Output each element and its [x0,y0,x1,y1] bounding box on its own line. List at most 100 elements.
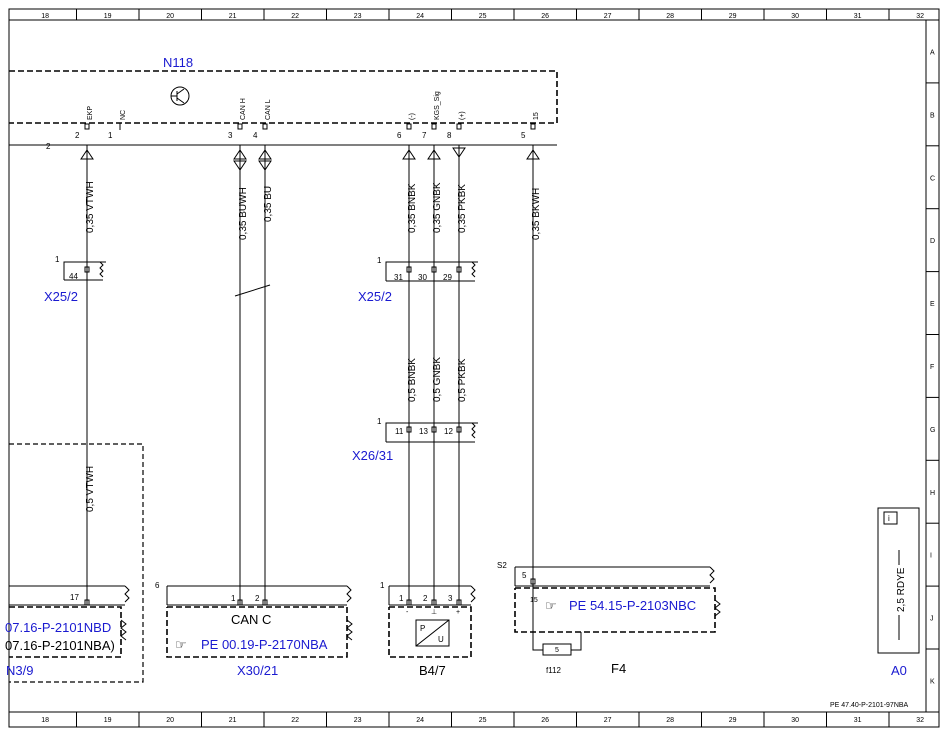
column-label: 29 [729,13,737,20]
pin-label: 1 [399,594,404,603]
pin-number: 1 [108,131,113,140]
column-label: 30 [791,13,799,20]
pin-sign: + [456,609,460,616]
connector-num: 6 [155,581,160,590]
column-label: 25 [479,13,487,20]
wire-labels-upper: 0,35 VTWH 0,35 BUWH 0,35 BU 0,35 BNBK 0,… [85,181,542,240]
connector-x26-31-label: X26/31 [352,448,393,463]
column-label: 27 [604,717,612,724]
fuse-box-f4-label: F4 [611,661,626,676]
pin-socket [84,123,90,130]
connector-num: 1 [377,417,382,426]
pin-label: 12 [444,427,453,436]
info-icon: i [883,511,898,525]
column-label: 28 [666,717,674,724]
pin-signal: EKP [87,106,94,120]
row-label: F [930,364,934,371]
wire-label: 0,5 PKBK [457,358,468,402]
pin-socket [431,123,437,130]
pin-label: 1 [231,594,236,603]
column-label: 19 [104,717,112,724]
column-label: 21 [229,717,237,724]
column-label: 28 [666,13,674,20]
column-label: 19 [104,13,112,20]
sensor-b4-7: 1 1 2 3 - ⊥ + P U B4/7 [380,581,476,678]
column-label: 24 [416,13,424,20]
hand-pointer-icon: ☞ [175,637,187,652]
s2-label: S2 [497,561,507,570]
column-label: 23 [354,13,362,20]
wire-label: 0,35 BU [263,186,274,222]
connector-x25-2-label: X25/2 [358,289,392,304]
row-label: I [930,553,932,560]
info-icon-glyph: i [888,514,890,523]
column-label: 22 [291,717,299,724]
arrow-up-icon [402,149,416,160]
row-label: E [930,301,935,308]
pin-label: 2 [255,594,260,603]
pin-number: 5 [521,131,526,140]
cross-ref: 07.16-P-2101NBD [5,620,111,635]
sensor-b4-7-label: B4/7 [419,663,446,678]
pin-signal: CAN H [240,98,247,120]
connector-x25-2-right: 1 31 30 29 X25/2 [358,256,478,304]
module-n3-9: 0,5 VTWH 17 07.16-P-2101NBD 07.16-P-2101… [5,443,144,683]
column-label: 20 [166,13,174,20]
connector-num: 1 [380,581,385,590]
component-a0: i 2,5 RDYE A0 [877,507,920,678]
pin-signal: 15 [533,112,540,120]
pin-label: 44 [69,272,78,281]
svg-text:☞: ☞ [545,598,557,613]
column-label: 26 [541,717,549,724]
pin-signal: (-) [409,113,416,120]
drawing-frame: 1818191920202121222223232424252526262727… [8,8,940,728]
pin-signal: CAN L [265,99,272,120]
module-n3-9-label: N3/9 [6,663,33,678]
column-label: 27 [604,13,612,20]
pin-label: 17 [70,593,79,602]
connector-x25-2-label: X25/2 [44,289,78,304]
column-label: 23 [354,717,362,724]
connector-num: 1 [377,256,382,265]
wire-labels-mid: 0,5 BNBK 0,5 GNBK 0,5 PKBK [407,357,468,402]
wires [86,145,534,640]
cross-ref: PE 00.19-P-2170NBA [201,637,328,652]
row-label: D [930,238,935,245]
wire-label: 0,35 PKBK [457,184,468,233]
column-label: 29 [729,717,737,724]
cross-ref: PE 54.15-P-2103NBC [569,598,696,613]
arrow-down-icon [452,147,466,158]
row-label: K [930,678,935,685]
connector-number-2: 2 [46,142,51,151]
fuse-value: 5 [555,647,559,654]
pin-label: 31 [394,273,403,282]
cross-ref: 07.16-P-2101NBA) [5,638,115,653]
connector-x25-2-left: 1 44 X25/2 [44,255,106,304]
wire-label: 0,35 BUWH [238,187,249,240]
wire-label: 0,35 GNBK [432,182,443,233]
arrow-up-icon [80,149,94,160]
pin-number: 8 [447,131,452,140]
pin-label: 30 [418,273,427,282]
pin-sign: - [406,609,409,616]
column-label: 22 [291,13,299,20]
arrow-up-icon [526,149,540,160]
connector-x30-21: 6 1 2 CAN C ☞ PE 00.19-P-2170NBA X30/21 [155,581,353,678]
x30-21-title: CAN C [231,612,271,627]
wire-label: 0,35 BNBK [407,183,418,233]
wire-label: 0,5 GNBK [432,357,443,402]
hand-pointer-icon: ☞ [545,598,557,613]
pin-number: 3 [228,131,233,140]
pin-label: 13 [419,427,428,436]
row-label: A [930,49,935,56]
connector-x26-31: 1 11 13 12 X26/31 [352,417,478,463]
module-n118-label: N118 [163,55,193,70]
pin-socket [262,123,268,130]
arrow-up-icon [258,149,272,160]
pin-label: 11 [395,427,404,436]
column-label: 31 [854,717,862,724]
pin-number: 7 [422,131,427,140]
pin-number: 4 [253,131,258,140]
pin-label: 5 [522,571,527,580]
